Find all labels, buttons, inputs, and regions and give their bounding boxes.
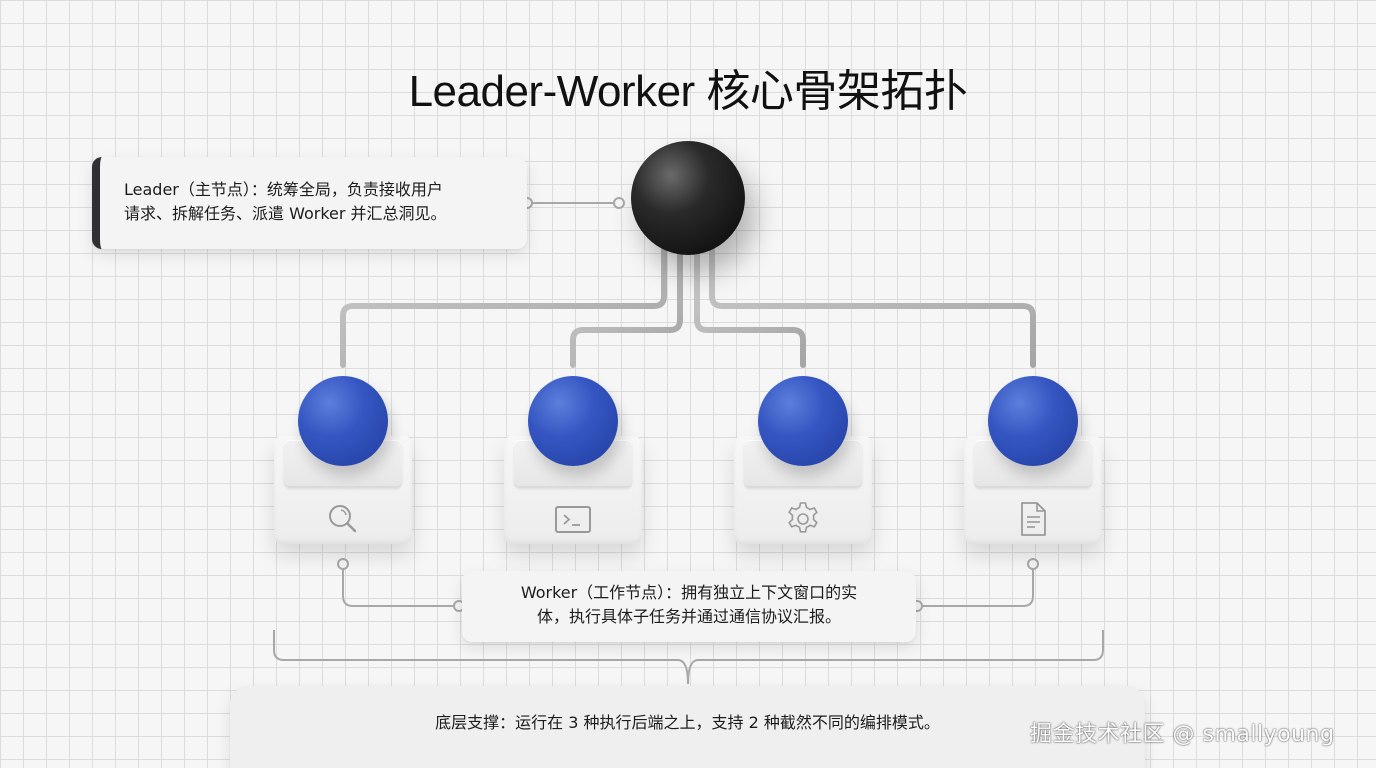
base-support-callout: 底层支撑：运行在 3 种执行后端之上，支持 2 种截然不同的编排模式。 — [230, 686, 1145, 768]
worker-sphere — [298, 376, 388, 466]
base-support-text: 底层支撑：运行在 3 种执行后端之上，支持 2 种截然不同的编排模式。 — [435, 713, 940, 732]
pipe-to-worker-2 — [570, 251, 683, 368]
pipe-to-worker-3 — [694, 251, 806, 368]
gear-icon — [788, 502, 818, 533]
watermark: 掘金技术社区 @ smallyoung — [1030, 722, 1335, 747]
worker-node-search — [274, 376, 412, 556]
worker-callout-line2: 体，执行具体子任务并通过通信协议汇报。 — [536, 607, 841, 626]
pipe-to-worker-4 — [709, 247, 1036, 368]
worker-sphere — [988, 376, 1078, 466]
worker-node-document — [964, 376, 1102, 556]
worker-sphere — [528, 376, 618, 466]
leader-callout: Leader（主节点）：统筹全局，负责接收用户 请求、拆解任务、派遣 Worke… — [92, 157, 527, 249]
worker-sphere — [758, 376, 848, 466]
document-icon — [1021, 502, 1046, 536]
pipe-to-worker-1 — [340, 247, 667, 368]
leader-callout-line1: Leader（主节点）：统筹全局，负责接收用户 — [124, 180, 443, 199]
diagram-title: Leader-Worker 核心骨架拓扑 — [408, 67, 968, 116]
leader-callout-connector — [521, 197, 625, 209]
leader-callout-line2: 请求、拆解任务、派遣 Worker 并汇总洞见。 — [124, 204, 447, 223]
search-icon — [329, 505, 357, 533]
worker-callout-line1: Worker（工作节点）：拥有独立上下文窗口的实 — [520, 583, 858, 602]
leader-node — [631, 141, 745, 255]
worker-callout: Worker（工作节点）：拥有独立上下文窗口的实 体，执行具体子任务并通过通信协… — [462, 571, 916, 642]
brace — [273, 630, 1104, 685]
terminal-icon — [555, 506, 591, 533]
worker-node-terminal — [504, 376, 642, 556]
worker-node-gear — [734, 376, 872, 556]
